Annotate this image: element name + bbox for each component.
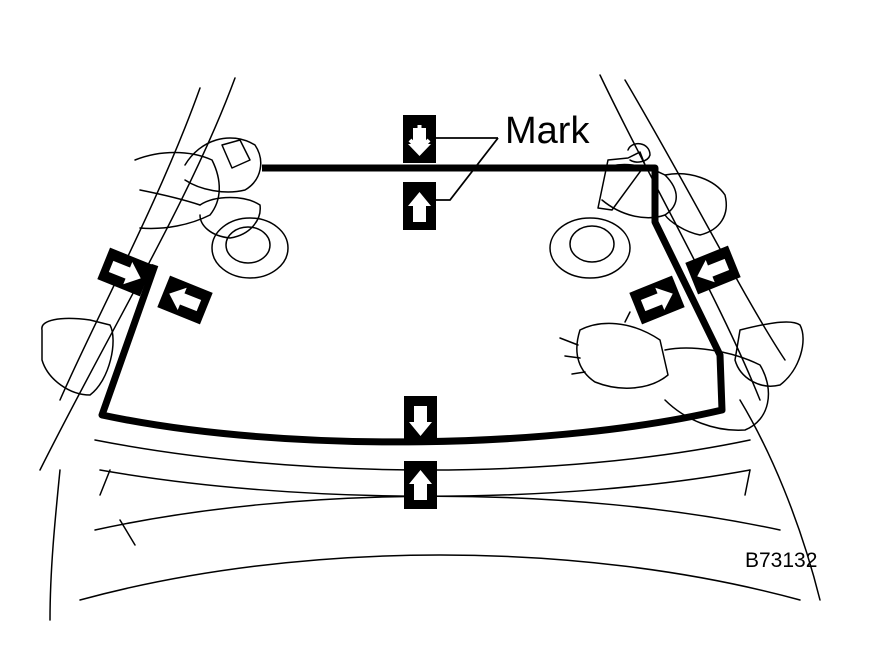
- left-mirror: [41, 317, 114, 396]
- left-arm-sleeve: [134, 151, 220, 230]
- arrow-down-icon: [409, 406, 432, 436]
- mark-left-outer-box: [97, 247, 153, 297]
- left-body-edge: [49, 469, 61, 621]
- arrow-left-icon: [169, 287, 202, 312]
- cowl-line-3: [99, 469, 111, 496]
- hood-line-3: [119, 519, 136, 546]
- right-finger-4: [624, 311, 631, 323]
- figure-code: B73132: [745, 549, 818, 572]
- mark-label: Mark: [505, 110, 590, 152]
- right-suction-cup-inner: [569, 225, 615, 263]
- right-finger-1: [559, 337, 579, 346]
- right-body-edge: [739, 399, 821, 601]
- right-handle: [597, 151, 646, 211]
- left-arm-sleeve-2: [139, 189, 201, 206]
- right-a-pillar-line: [599, 74, 761, 401]
- mark-top-down-box: [403, 115, 436, 163]
- mark-left-inner-box: [157, 275, 213, 325]
- mark-bottom-down-box: [404, 396, 437, 444]
- cowl-line-4: [744, 469, 751, 496]
- left-suction-cup-inner: [225, 226, 271, 264]
- hood-line-2: [79, 554, 801, 601]
- arrow-up-icon: [408, 192, 431, 222]
- right-suction-cup-outer: [549, 217, 631, 279]
- left-a-pillar-inner: [59, 87, 201, 401]
- right-finger-2: [564, 355, 581, 359]
- left-handle: [221, 139, 251, 169]
- left-hand-upper: [184, 137, 262, 193]
- arrow-up-icon: [409, 470, 432, 500]
- right-lower-arm: [664, 347, 770, 431]
- right-handle-cap: [627, 143, 651, 163]
- arrow-right-icon: [108, 260, 141, 285]
- arrow-right-icon: [640, 287, 673, 312]
- windshield-frame: [98, 164, 726, 446]
- mark-right-inner-box: [629, 275, 685, 325]
- right-arm-sleeve: [664, 173, 727, 236]
- mark-leader-line-bottom: [436, 137, 499, 201]
- right-mirror: [734, 321, 804, 387]
- hood-line-1: [94, 495, 781, 531]
- right-a-pillar-inner: [624, 79, 786, 361]
- arrow-left-icon: [697, 258, 730, 283]
- mark-bottom-up-box: [404, 461, 437, 509]
- mark-top-up-box: [403, 182, 436, 230]
- left-hand-lower: [199, 196, 261, 239]
- right-open-hand: [576, 322, 669, 389]
- arrow-down-icon: [408, 128, 431, 156]
- mark-right-outer-box: [685, 245, 741, 295]
- right-finger-3: [571, 371, 586, 375]
- left-suction-cup-outer: [211, 217, 289, 279]
